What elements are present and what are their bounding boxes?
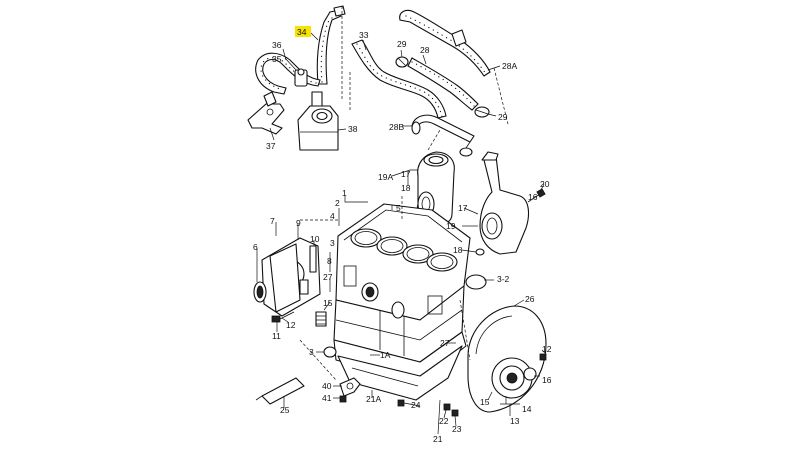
callout-12-left[interactable]: 12 [286,320,296,330]
clamp-29-upper [395,56,409,68]
callout-11[interactable]: 11 [272,331,281,341]
callout-33[interactable]: 33 [359,30,369,40]
callout-23[interactable]: 23 [452,424,462,434]
callout-21a[interactable]: 21A [366,394,381,404]
o-ring-3 [323,346,337,358]
callout-5[interactable]: 5 [396,203,401,213]
thermostat-housing-38 [297,91,339,151]
callout-35[interactable]: 35 [272,54,282,64]
callout-27-lower[interactable]: 27 [440,338,450,348]
pipe-28b [411,114,475,157]
hose-36 [255,52,321,95]
callout-4[interactable]: 4 [330,211,335,221]
hose-28 [407,57,479,111]
bolt-20 [527,188,546,203]
callout-17-right[interactable]: 17 [458,203,468,213]
highlight-marker [295,26,311,37]
callout-16-lower[interactable]: 16 [542,375,552,385]
callout-19a[interactable]: 19A [378,172,393,182]
callout-25[interactable]: 25 [280,405,290,415]
callout-14[interactable]: 14 [522,404,532,414]
callout-18-right[interactable]: 18 [453,245,463,255]
sealant-tube-25 [255,377,305,405]
bracket-37 [247,91,285,135]
callout-24[interactable]: 24 [411,400,421,410]
callout-9[interactable]: 9 [296,218,301,228]
plug-32 [465,274,487,290]
callout-37[interactable]: 37 [266,141,276,151]
callout-15-right[interactable]: 15 [480,397,490,407]
callout-6[interactable]: 6 [253,242,258,252]
callout-18-left[interactable]: 18 [401,183,411,193]
callout-29-lower[interactable]: 29 [498,112,508,122]
callout-13[interactable]: 13 [510,416,520,426]
bolt-23 [451,409,459,417]
callout-16-upper[interactable]: 16 [528,192,538,202]
callout-26[interactable]: 26 [525,294,535,304]
callout-28[interactable]: 28 [420,45,430,55]
callout-3[interactable]: 3 [330,238,335,248]
seal-16 [523,367,537,381]
callout-15-left[interactable]: 15 [323,298,333,308]
hose-33 [351,39,447,119]
bolt-24 [397,399,421,407]
callout-3-lower[interactable]: 3 [309,347,314,357]
callout-3-2[interactable]: 3-2 [497,274,510,284]
hose-28a [399,9,491,77]
callout-10[interactable]: 10 [310,234,320,244]
clamp-29-lower [474,106,490,118]
callout-20[interactable]: 20 [540,179,550,189]
callout-1[interactable]: 1 [342,188,347,198]
callout-17-left[interactable]: 17 [401,169,411,179]
seal-6 [253,281,267,303]
bolt-41 [339,395,347,403]
bush-spring [315,311,327,327]
callout-1a[interactable]: 1A [380,350,391,360]
callout-8[interactable]: 8 [327,256,332,266]
plug-8 [299,279,309,295]
callout-36[interactable]: 36 [272,40,282,50]
callout-28a[interactable]: 28A [502,61,517,71]
callout-21[interactable]: 21 [433,434,443,444]
callout-40[interactable]: 40 [322,381,332,391]
callout-28b[interactable]: 28B [389,122,404,132]
connector-35 [294,68,308,87]
flange-7 [269,243,301,313]
callout-27-upper[interactable]: 27 [323,272,333,282]
callout-7[interactable]: 7 [270,216,275,226]
pin-10 [309,245,317,273]
callout-38[interactable]: 38 [348,124,358,134]
callout-12-right[interactable]: 12 [542,344,552,354]
callout-34[interactable]: 34 [297,27,307,37]
callout-19[interactable]: 19 [446,221,456,231]
hose-34 [316,5,346,85]
coolant-flange-19 [479,151,530,255]
callout-2[interactable]: 2 [335,198,340,208]
callout-22[interactable]: 22 [439,416,449,426]
sender-wheel-14 [491,357,533,399]
oil-pump-40 [339,377,361,397]
bolt-22 [443,403,451,411]
callout-29-upper[interactable]: 29 [397,39,407,49]
callout-41[interactable]: 41 [322,393,332,403]
bolt-12-right [539,353,547,361]
seal-18 [475,248,485,256]
